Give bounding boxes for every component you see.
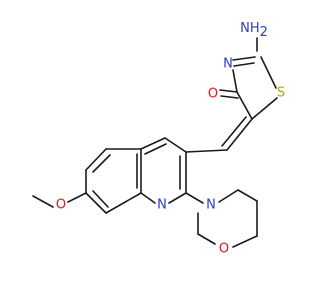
bond-c4-o (219, 89, 238, 93)
bond-q7-o (67, 192, 87, 203)
methoxy-group (32, 192, 87, 208)
bond-n1-q8a (140, 192, 156, 204)
morpholine-n-label: N (206, 198, 216, 213)
thiazole-n-label: N (223, 57, 233, 72)
thiazolone-ring (219, 37, 278, 120)
bond-q8-q8a (105, 192, 142, 214)
bond-c5-ch-double (221, 116, 247, 147)
quinoline-system (85, 137, 187, 214)
bond-c5-ch (226, 118, 253, 151)
bond-o-ch3 (32, 195, 54, 208)
carbonyl-o-label: O (208, 87, 218, 102)
morpholine-o-label: O (219, 242, 229, 257)
bond-q7-q8-inner (92, 190, 109, 208)
nh2-label: NH2 (240, 21, 268, 40)
bond-q5-q6 (85, 148, 107, 171)
bond-q7-q8 (85, 192, 107, 214)
molecule-canvas: NH2 N S O O N N O (32, 20, 286, 257)
structure-drawing: NH2 N S O O N N O (32, 21, 285, 257)
bond-c2-n3-double (233, 62, 255, 67)
bond-nm-ca (218, 189, 239, 203)
bond-q3-q4 (164, 137, 187, 153)
bond-c2-n3 (232, 56, 256, 61)
bond-q2-nm (185, 192, 204, 204)
bond-c4-n3 (232, 69, 238, 93)
bond-q2-n1 (168, 192, 187, 204)
thiazole-s-label: S (277, 86, 285, 101)
exocyclic-double-bond (185, 116, 253, 153)
atom-labels: NH2 N S O O N N O (56, 21, 285, 257)
bond-om-cd (197, 233, 216, 245)
bond-ca-cb (237, 189, 258, 202)
bond-s1-c5 (251, 97, 278, 120)
quinoline-n-label: N (157, 198, 167, 213)
morpholine-ring (185, 189, 258, 248)
bond-ch-c3q (185, 149, 228, 153)
bond-c5-c4 (236, 91, 253, 120)
methoxy-o-label: O (56, 198, 66, 213)
bond-c4-o-double (220, 95, 239, 99)
bond-c2-s1 (260, 56, 277, 89)
bond-q4-q4a-inner (144, 143, 167, 155)
bond-q5-q6-inner (92, 154, 111, 173)
bond-q4-q4a (140, 137, 166, 150)
bond-cc-om (232, 235, 258, 248)
